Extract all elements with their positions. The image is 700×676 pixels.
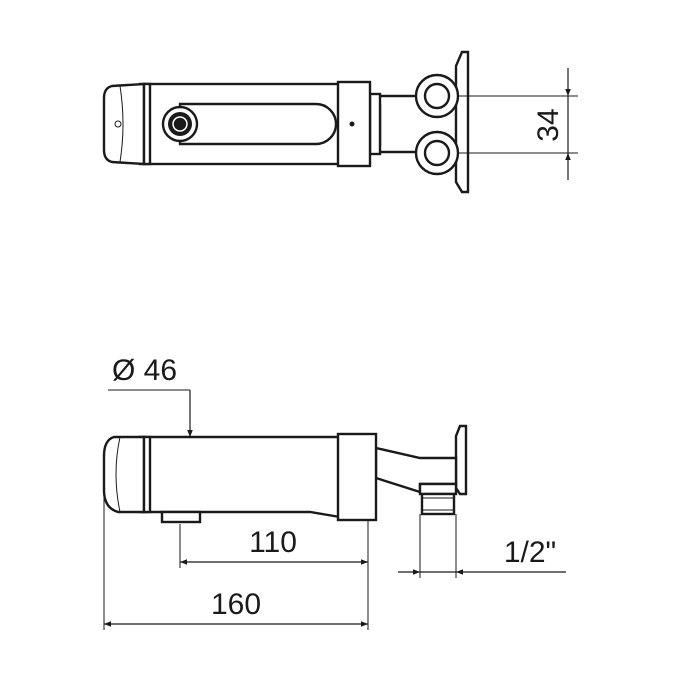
cap-hole (114, 120, 122, 128)
main-body-side (138, 435, 342, 519)
body-slot (178, 102, 338, 146)
sensor-window (160, 510, 202, 524)
collar-side (336, 432, 378, 522)
side-view: Ø 46 110 160 1/2" (102, 354, 566, 630)
dim-label-110: 110 (249, 526, 297, 559)
dim-label-34: 34 (532, 108, 565, 141)
wall-plate (454, 50, 470, 194)
nut-ring (418, 482, 458, 496)
top-view: 34 (102, 50, 578, 194)
sensor-eye-icon (168, 112, 192, 136)
sensor-lens (172, 116, 188, 132)
wall-plate-side (454, 424, 468, 496)
cap-ring (142, 82, 152, 166)
connector-block (368, 92, 382, 156)
end-cap-curve-side (115, 436, 121, 513)
port-bore-top (423, 82, 451, 110)
end-cap-side (102, 435, 146, 514)
dim-label-thread: 1/2" (504, 536, 556, 569)
port-bore-bottom (423, 139, 451, 167)
end-cap (102, 82, 146, 166)
thread-nipple (420, 492, 456, 516)
cap-ring-side (142, 435, 152, 514)
end-cap-curve (119, 85, 124, 163)
dim-label-diameter: Ø 46 (112, 354, 177, 387)
dim-label-160: 160 (211, 588, 261, 621)
collar-screw (349, 121, 355, 127)
